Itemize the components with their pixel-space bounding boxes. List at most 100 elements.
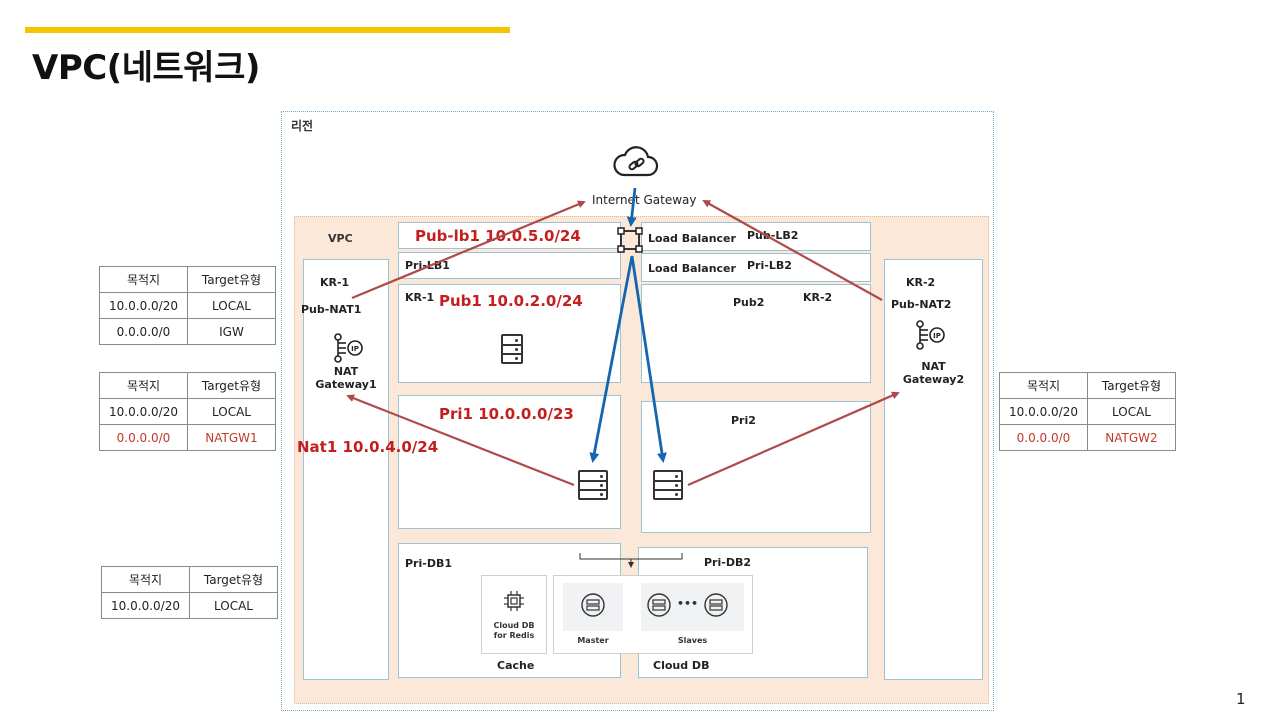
slave-db-icon-1 bbox=[647, 593, 671, 617]
redis-card bbox=[481, 575, 547, 654]
subnet-pub-lb1 bbox=[398, 222, 621, 249]
cell: 10.0.0.0/20 bbox=[101, 592, 190, 619]
redis-label-line2: for Redis bbox=[493, 631, 535, 640]
pub-nat1-label: Pub-NAT1 bbox=[301, 303, 362, 316]
cell: LOCAL bbox=[187, 398, 276, 425]
pub-nat2-label: Pub-NAT2 bbox=[891, 298, 952, 311]
pri-lb2-label: Pri-LB2 bbox=[747, 259, 792, 272]
pub1-server-icon bbox=[501, 334, 523, 364]
subnet-pri1 bbox=[398, 395, 621, 529]
arrow-pri2-to-natgw2 bbox=[687, 391, 900, 487]
pub-lb1-label: Pub-lb1 10.0.5.0/24 bbox=[415, 227, 581, 245]
cache-label: Cache bbox=[497, 659, 535, 672]
pub1-label: Pub1 10.0.2.0/24 bbox=[439, 292, 583, 310]
nat-gateway2-label: NAT Gateway2 bbox=[884, 360, 983, 386]
redis-chip-icon bbox=[503, 590, 525, 612]
pub2-zone-label: KR-2 bbox=[803, 291, 833, 304]
header-cell: 목적지 bbox=[99, 372, 188, 399]
load-balancer-1-label: Load Balancer bbox=[648, 232, 736, 245]
arrow-igw-to-lb bbox=[626, 187, 637, 227]
header-cell: Target유형 bbox=[187, 266, 276, 293]
vpc-label: VPC bbox=[328, 232, 353, 245]
arrow-nat1-to-igw bbox=[351, 200, 586, 300]
redis-label-line1: Cloud DB bbox=[493, 621, 535, 630]
cell: NATGW1 bbox=[187, 424, 276, 451]
zone-kr1-column bbox=[303, 259, 389, 680]
subnet-pri-lb1 bbox=[398, 252, 621, 279]
zone-kr2-label: KR-2 bbox=[906, 276, 936, 289]
cloud-db-label: Cloud DB bbox=[653, 659, 710, 672]
pri1-server-icon bbox=[578, 470, 608, 500]
master-label: Master bbox=[577, 636, 609, 645]
region-label: 리전 bbox=[291, 119, 314, 133]
cell: 0.0.0.0/0 bbox=[999, 424, 1088, 451]
cell: 10.0.0.0/20 bbox=[99, 292, 188, 319]
arrow-nat2-to-igw bbox=[702, 200, 883, 301]
slaves-ellipsis: ••• bbox=[677, 597, 699, 610]
zone-kr1-label: KR-1 bbox=[320, 276, 350, 289]
header-cell: 목적지 bbox=[999, 372, 1088, 399]
header-cell: Target유형 bbox=[187, 372, 276, 399]
ip-badge-text-2: IP bbox=[933, 332, 941, 340]
subnet-pub1 bbox=[398, 284, 621, 383]
pub1-zone-label: KR-1 bbox=[405, 291, 435, 304]
subnet-pub2 bbox=[641, 284, 871, 383]
cell: LOCAL bbox=[187, 292, 276, 319]
nat-gateway2-line1: NAT bbox=[921, 360, 946, 373]
header-cell: Target유형 bbox=[1087, 372, 1176, 399]
pub2-label: Pub2 bbox=[733, 296, 765, 309]
pri-db2-label: Pri-DB2 bbox=[704, 556, 751, 569]
nat-gateway1-label: NAT Gateway1 bbox=[303, 365, 389, 391]
header-cell: Target유형 bbox=[189, 566, 278, 593]
cell: 10.0.0.0/20 bbox=[99, 398, 188, 425]
master-db-icon bbox=[581, 593, 605, 617]
slaves-label: Slaves bbox=[677, 636, 708, 645]
cell: 0.0.0.0/0 bbox=[99, 318, 188, 345]
cloud-link-icon bbox=[612, 143, 660, 183]
nat-gateway2-icon: IP bbox=[914, 320, 948, 350]
cell: 0.0.0.0/0 bbox=[99, 424, 188, 451]
accent-bar bbox=[25, 27, 510, 33]
nat-gateway2-line2: Gateway2 bbox=[902, 373, 965, 386]
load-balancer-icon bbox=[616, 226, 644, 254]
cell: IGW bbox=[187, 318, 276, 345]
arrow-lb-to-pri1 bbox=[589, 255, 634, 463]
nat-gateway1-line2: Gateway1 bbox=[315, 378, 377, 391]
cell: LOCAL bbox=[1087, 398, 1176, 425]
pri2-label: Pri2 bbox=[731, 414, 756, 427]
nat-gateway1-line1: NAT bbox=[333, 365, 359, 378]
arrow-pri1-to-natgw1 bbox=[346, 394, 575, 487]
pri-db1-label: Pri-DB1 bbox=[405, 557, 452, 570]
subnet-pri2 bbox=[641, 401, 871, 533]
header-cell: 목적지 bbox=[101, 566, 190, 593]
nat-gateway1-icon: IP bbox=[332, 333, 366, 363]
cell: NATGW2 bbox=[1087, 424, 1176, 451]
zone-kr2-column bbox=[884, 259, 983, 680]
ip-badge-text-1: IP bbox=[351, 345, 359, 353]
pri2-server-icon bbox=[653, 470, 683, 500]
arrow-lb-to-pri2 bbox=[630, 255, 667, 463]
cell: LOCAL bbox=[189, 592, 278, 619]
subnet-pub-lb2 bbox=[641, 222, 871, 251]
header-cell: 목적지 bbox=[99, 266, 188, 293]
nat1-label: Nat1 10.0.4.0/24 bbox=[297, 438, 439, 456]
subnet-pri-lb2 bbox=[641, 253, 871, 282]
internet-gateway-label: Internet Gateway bbox=[592, 193, 697, 207]
slave-db-icon-2 bbox=[704, 593, 728, 617]
load-balancer-2-label: Load Balancer bbox=[648, 262, 736, 275]
